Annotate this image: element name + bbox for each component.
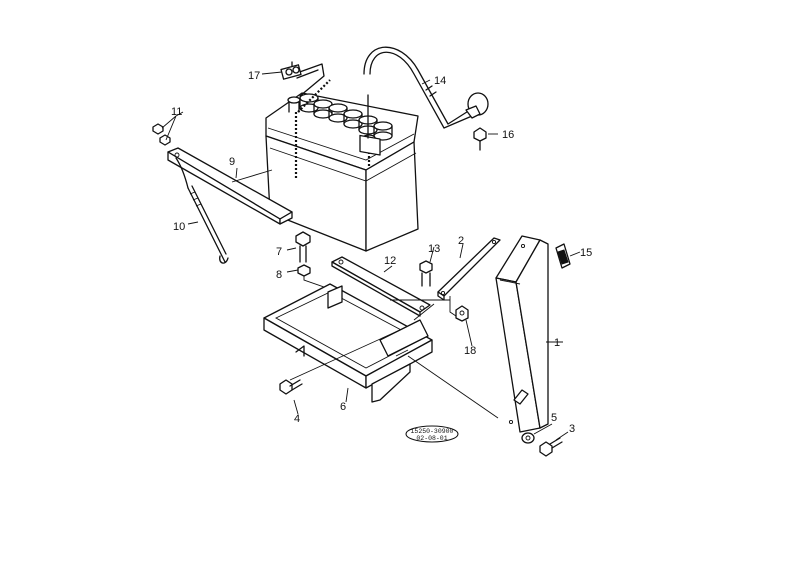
leader-lines	[175, 71, 581, 441]
stamp-line-2: 02-08-01	[416, 435, 447, 442]
drawing-number-stamp: 15250-30900 02-08-01	[405, 425, 459, 443]
hold-down-rod	[175, 157, 229, 264]
nut-set-11	[152, 115, 177, 146]
bolt-7	[295, 231, 311, 263]
label-part-12: 12	[384, 255, 396, 267]
stamp-line-1: 15250-30900	[411, 428, 454, 435]
battery	[265, 79, 419, 252]
label-part-4: 4	[294, 413, 300, 425]
hold-down-bar	[167, 147, 293, 225]
label-part-9: 9	[229, 156, 235, 168]
label-part-2: 2	[458, 235, 464, 247]
label-part-6: 6	[340, 401, 346, 413]
nut-18	[455, 305, 469, 322]
bracket-2	[437, 237, 501, 317]
bolt-3	[539, 437, 563, 457]
label-part-13: 13	[428, 243, 440, 255]
battery-plate	[331, 256, 431, 317]
label-part-1: 1	[554, 337, 560, 349]
label-part-7: 7	[276, 246, 282, 258]
label-part-17: 17	[248, 70, 260, 82]
bolt-13	[419, 260, 433, 287]
positive-cable	[359, 46, 489, 156]
washer-5	[521, 432, 535, 444]
battery-tray	[263, 283, 499, 419]
label-part-5: 5	[551, 412, 557, 424]
bracket-1	[495, 235, 549, 433]
cell-caps	[299, 93, 393, 141]
label-part-14: 14	[434, 75, 446, 87]
label-part-11: 11	[171, 106, 182, 118]
label-part-8: 8	[276, 269, 282, 281]
bolt-4	[279, 379, 303, 395]
label-part-16: 16	[502, 129, 514, 141]
label-part-18: 18	[464, 345, 476, 357]
label-part-3: 3	[569, 423, 575, 435]
clip-15	[555, 243, 571, 269]
label-part-10: 10	[173, 221, 185, 233]
label-part-15: 15	[580, 247, 592, 259]
part-labels: 1 2 3 4 5 6 7 8 9 10 11 12 13 14 15 16 1…	[171, 70, 592, 435]
negative-cable	[280, 61, 325, 97]
